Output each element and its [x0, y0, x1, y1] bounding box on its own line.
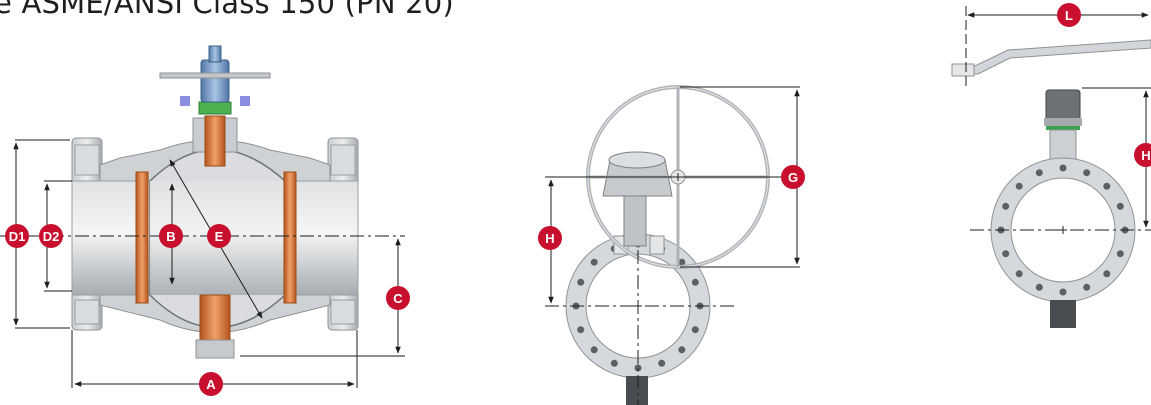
flange-bolt-hole [590, 258, 598, 266]
gear-operator-front-view [565, 85, 770, 405]
ball-valve-section-view [71, 45, 359, 359]
flange-bolt-hole [678, 346, 686, 354]
flange-bolt-hole [577, 326, 585, 334]
flange-bolt-hole [590, 346, 598, 354]
gearbox-top [608, 151, 666, 169]
svg-text:H: H [545, 231, 554, 246]
marker-g: G [781, 165, 805, 189]
stem-seal [198, 101, 232, 115]
flange-bolt [330, 144, 356, 176]
bolt-head [240, 96, 250, 106]
marker-d2: D2 [39, 224, 63, 248]
gear-stem [623, 189, 647, 247]
flange-bolt-hole [691, 326, 699, 334]
flange-bolt-hole [658, 359, 666, 367]
lower-trunnion [199, 294, 231, 344]
stem [204, 115, 226, 167]
flange-bolt [74, 299, 100, 325]
flange-bolt-hole [1035, 283, 1043, 291]
upstream-seat [135, 171, 149, 304]
flange-bolt-hole [678, 258, 686, 266]
flange-bolt-hole [577, 278, 585, 286]
stem-seal [1046, 126, 1080, 130]
svg-text:L: L [1065, 8, 1073, 23]
flange-bolt-hole [1035, 169, 1043, 177]
bottom-cover [195, 339, 235, 359]
marker-c: C [386, 286, 410, 310]
flange-bolt-hole [610, 359, 618, 367]
lower-stem [626, 376, 648, 405]
marker-b: B [159, 224, 183, 248]
dimension-lines-middle [545, 86, 800, 405]
stem-top [208, 45, 222, 63]
lever-handle [951, 39, 1151, 75]
lever-operator-front-view [951, 39, 1151, 328]
flange-bolt-hole [1083, 169, 1091, 177]
svg-text:E: E [215, 229, 224, 244]
svg-text:G: G [788, 170, 798, 185]
flange-bolt-hole [1002, 202, 1010, 210]
marker-l: L [1057, 3, 1081, 27]
center-marks [634, 173, 1067, 310]
svg-text:D2: D2 [43, 229, 60, 244]
svg-text:B: B [166, 229, 175, 244]
actuator-adapter [200, 59, 230, 103]
flange-bolt-hole [1116, 250, 1124, 258]
marker-a: A [199, 372, 223, 396]
marker-d1: D1 [5, 224, 29, 248]
lower-stem [1050, 300, 1076, 328]
marker-e: E [207, 224, 231, 248]
flange-bolt-hole [1116, 202, 1124, 210]
downstream-seat [283, 171, 297, 304]
bolt-head [180, 96, 190, 106]
flange-bolt-circle [997, 164, 1129, 296]
marker-h-lever: H [1134, 143, 1151, 167]
flange-bolt-hole [1015, 270, 1023, 278]
flange-bolt-hole [1002, 250, 1010, 258]
mounting-plate [159, 72, 271, 79]
flange-bolt [330, 299, 356, 325]
svg-text:D1: D1 [9, 229, 26, 244]
flange-bolt-hole [1059, 164, 1067, 172]
flange-bolt-hole [1015, 182, 1023, 190]
lever-clamp [951, 63, 975, 77]
page-title: e ASME/ANSI Class 150 (PN 20) [0, 0, 454, 20]
svg-text:A: A [206, 377, 216, 392]
svg-text:H: H [1141, 148, 1150, 163]
marker-h-gear: H [538, 226, 562, 250]
flange-bolt-hole [1103, 270, 1111, 278]
flange-bolt-hole [1103, 182, 1111, 190]
flange-bolt-hole [1083, 283, 1091, 291]
lever-head [1045, 89, 1081, 121]
head-collar [1044, 118, 1082, 126]
flange-bolt-hole [1059, 288, 1067, 296]
lug [649, 235, 665, 255]
flange-bolt-hole [691, 278, 699, 286]
svg-text:C: C [393, 291, 403, 306]
flange-bolt [74, 144, 100, 176]
